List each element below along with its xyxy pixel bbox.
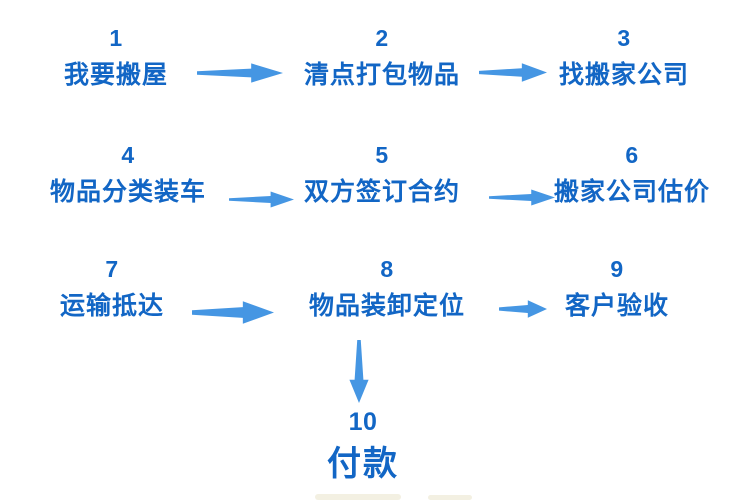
step-8: 8 物品装卸定位 <box>272 258 502 319</box>
step-2-label: 清点打包物品 <box>303 61 460 89</box>
step-9: 9 客户验收 <box>502 258 732 319</box>
step-3-label: 找搬家公司 <box>558 61 689 89</box>
step-6: 6 搬家公司估价 <box>517 144 747 205</box>
step-4-label: 物品分类装车 <box>49 178 206 206</box>
step-5-number: 5 <box>375 142 389 168</box>
arrow-step1-to-step2-icon <box>197 61 283 85</box>
step-10-label: 付款 <box>327 445 399 483</box>
step-4-number: 4 <box>121 142 135 168</box>
arrow-step8-to-step10-icon <box>347 340 371 403</box>
step-7-label: 运输抵达 <box>59 292 164 320</box>
step-7: 7 运输抵达 <box>0 258 227 319</box>
step-9-number: 9 <box>610 256 624 282</box>
step-7-number: 7 <box>105 256 119 282</box>
bottom-cutoff-shape <box>315 494 401 500</box>
step-5-label: 双方签订合约 <box>303 178 460 206</box>
arrow-step2-to-step3-icon <box>479 61 547 84</box>
step-3: 3 找搬家公司 <box>509 27 739 88</box>
step-8-label: 物品装卸定位 <box>308 292 465 320</box>
step-8-number: 8 <box>380 256 394 282</box>
step-1: 1 我要搬屋 <box>1 27 231 88</box>
step-10-number: 10 <box>348 408 378 436</box>
step-1-number: 1 <box>109 25 123 51</box>
bottom-cutoff-shape <box>428 495 472 500</box>
step-4: 4 物品分类装车 <box>13 144 243 205</box>
arrow-step5-to-step6-icon <box>489 187 555 208</box>
arrow-step8-to-step9-icon <box>499 298 547 320</box>
step-2-number: 2 <box>375 25 389 51</box>
step-10: 10 付款 <box>248 408 478 483</box>
arrow-step4-to-step5-icon <box>229 189 294 210</box>
step-9-label: 客户验收 <box>564 292 669 320</box>
step-6-number: 6 <box>625 142 639 168</box>
arrow-step7-to-step8-icon <box>192 299 274 326</box>
step-2: 2 清点打包物品 <box>267 27 497 88</box>
step-3-number: 3 <box>617 25 631 51</box>
step-1-label: 我要搬屋 <box>63 61 168 89</box>
step-5: 5 双方签订合约 <box>267 144 497 205</box>
step-6-label: 搬家公司估价 <box>553 178 710 206</box>
